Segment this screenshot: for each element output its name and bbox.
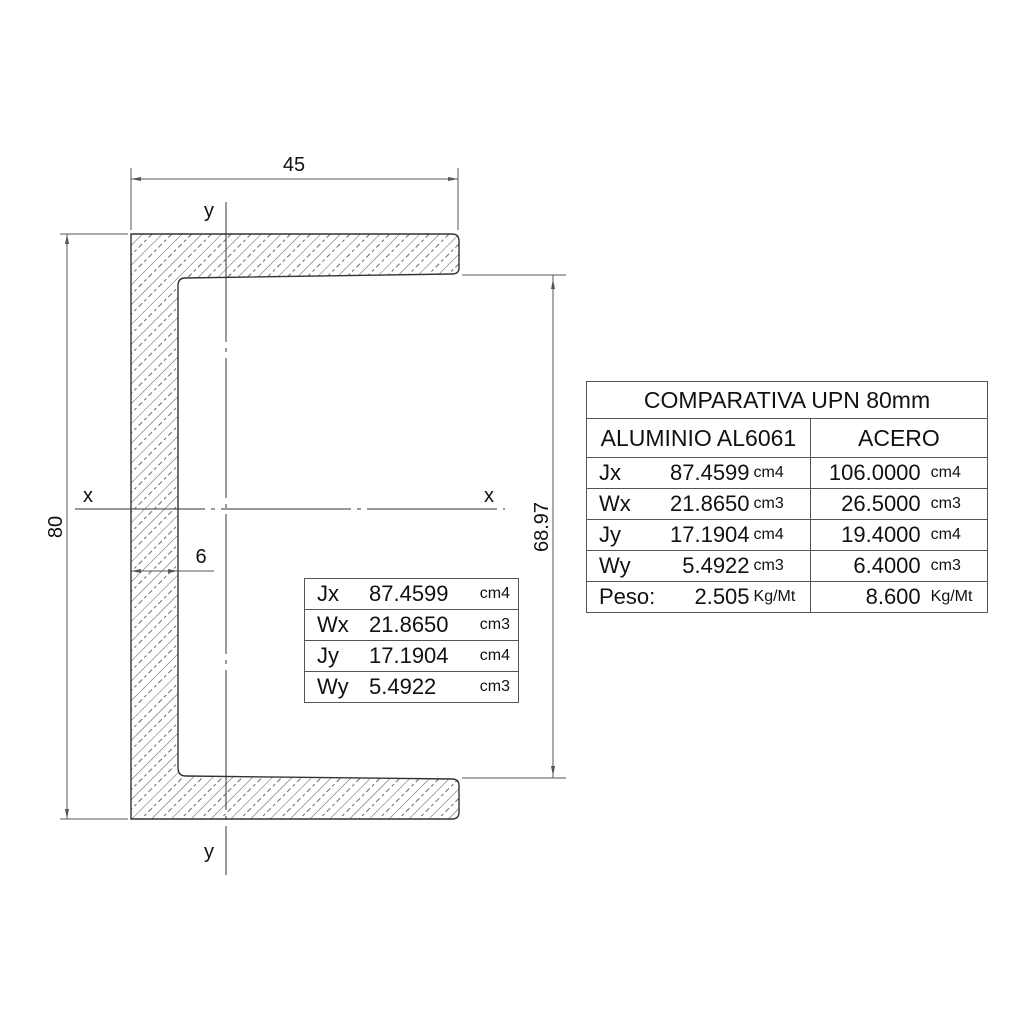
property-symbol: Wx	[586, 488, 656, 520]
table-row: Wx 21.8650 cm3 26.5000 cm3	[586, 488, 988, 520]
svg-text:6: 6	[195, 546, 206, 568]
web-thickness-dimension: 6	[131, 546, 214, 573]
property-symbol: Wy	[586, 550, 656, 582]
column-header-steel: ACERO	[809, 418, 989, 458]
svg-text:y: y	[204, 200, 214, 222]
aluminum-value: 17.1904	[655, 519, 754, 551]
svg-text:80: 80	[45, 516, 67, 538]
property-unit: cm3	[470, 609, 520, 641]
svg-text:45: 45	[283, 154, 305, 176]
inner-height-dimension: 68.97	[462, 274, 566, 779]
property-value: 5.4922	[357, 671, 471, 703]
property-symbol: Wy	[304, 671, 357, 703]
steel-unit: cm3	[930, 488, 988, 520]
table-row: Jy 17.1904 cm4 19.4000 cm4	[586, 519, 988, 551]
table-row: Wx 21.8650 cm3	[304, 609, 520, 641]
svg-text:y: y	[204, 841, 214, 863]
aluminum-unit: Kg/Mt	[753, 581, 811, 613]
property-unit: cm4	[470, 640, 520, 672]
steel-value: 6.4000	[809, 550, 931, 582]
channel-section	[130, 233, 460, 820]
steel-value: 19.4000	[809, 519, 931, 551]
property-unit: cm4	[470, 578, 520, 610]
svg-text:68.97: 68.97	[531, 502, 553, 552]
table-row: Jx 87.4599 cm4	[304, 578, 520, 610]
property-value: 17.1904	[357, 640, 471, 672]
property-unit: cm3	[470, 671, 520, 703]
property-symbol: Wx	[304, 609, 357, 641]
property-symbol: Jy	[586, 519, 656, 551]
steel-value: 8.600	[809, 581, 931, 613]
aluminum-value: 5.4922	[655, 550, 754, 582]
steel-value: 26.5000	[809, 488, 931, 520]
property-value: 21.8650	[357, 609, 471, 641]
comparison-table: COMPARATIVA UPN 80mm ALUMINIO AL6061 ACE…	[586, 381, 989, 613]
steel-unit: cm4	[930, 519, 988, 551]
property-symbol: Peso:	[586, 581, 656, 613]
table-row: Jx 87.4599 cm4 106.0000 cm4	[586, 457, 988, 489]
aluminum-value: 87.4599	[655, 457, 754, 489]
property-symbol: Jx	[304, 578, 357, 610]
steel-unit: cm4	[930, 457, 988, 489]
table-row: Wy 5.4922 cm3	[304, 671, 520, 703]
height-dimension: 80	[45, 233, 128, 820]
property-value: 87.4599	[357, 578, 471, 610]
steel-value: 106.0000	[809, 457, 931, 489]
table-row: Wy 5.4922 cm3 6.4000 cm3	[586, 550, 988, 582]
aluminum-unit: cm4	[753, 457, 811, 489]
property-symbol: Jx	[586, 457, 656, 489]
column-header-aluminum: ALUMINIO AL6061	[586, 418, 811, 458]
aluminum-value: 21.8650	[655, 488, 754, 520]
steel-unit: cm3	[930, 550, 988, 582]
aluminum-unit: cm3	[753, 550, 811, 582]
table-row: Jy 17.1904 cm4	[304, 640, 520, 672]
x-axis: x x	[75, 485, 505, 510]
section-properties-table: Jx 87.4599 cm4 Wx 21.8650 cm3 Jy 17.1904…	[304, 578, 520, 703]
comparison-title: COMPARATIVA UPN 80mm	[586, 381, 988, 419]
svg-text:x: x	[484, 485, 494, 507]
aluminum-unit: cm4	[753, 519, 811, 551]
aluminum-unit: cm3	[753, 488, 811, 520]
steel-unit: Kg/Mt	[930, 581, 988, 613]
width-dimension: 45	[130, 154, 459, 230]
svg-text:x: x	[83, 485, 93, 507]
y-axis: y y	[204, 200, 227, 875]
table-row: Peso: 2.505 Kg/Mt 8.600 Kg/Mt	[586, 581, 988, 613]
property-symbol: Jy	[304, 640, 357, 672]
aluminum-value: 2.505	[655, 581, 754, 613]
